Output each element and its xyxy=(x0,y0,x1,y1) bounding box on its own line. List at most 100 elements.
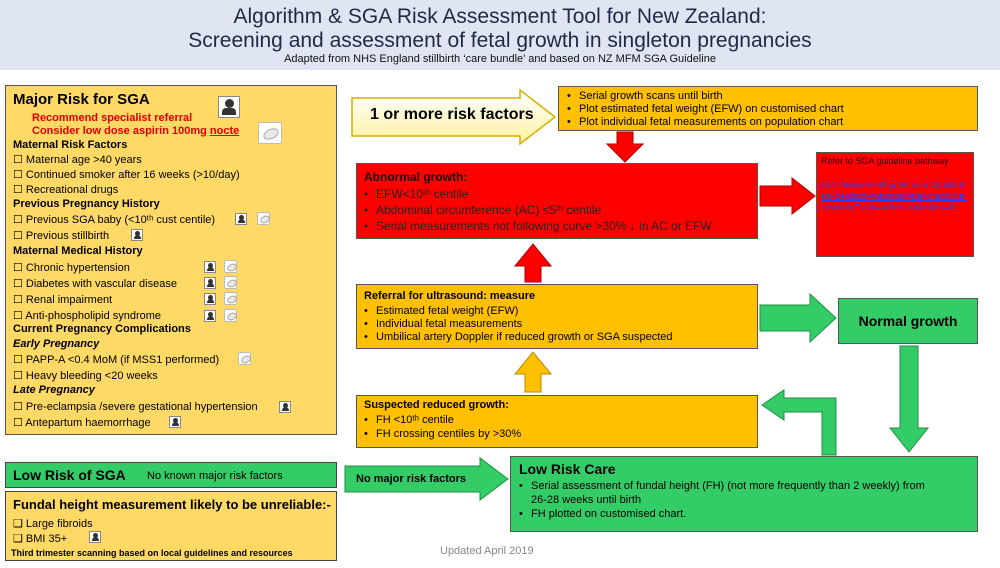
low-care-title: Low Risk Care xyxy=(519,461,616,477)
normal-growth-box: Normal growth xyxy=(838,298,978,344)
ultrasound-referral-box: Referral for ultrasound: measure Estimat… xyxy=(356,284,758,349)
item-renal: ☐ Renal impairment xyxy=(13,294,113,306)
abnormal-item-2: Abdominal circumference (AC) ≤5ᵗʰ centil… xyxy=(364,202,712,218)
item-stillbirth: ☐ Previous stillbirth xyxy=(13,230,110,242)
abnormal-list: EFW<10ᵗʰ centile Abdominal circumference… xyxy=(364,186,712,234)
aspirin-pill-icon xyxy=(224,309,237,322)
ultrasound-to-abnormal-arrow xyxy=(513,243,553,283)
serial-item-3: Plot individual fetal measurements on po… xyxy=(567,116,844,129)
low-risk-sga-note: No known major risk factors xyxy=(147,470,283,482)
major-risk-title: Major Risk for SGA xyxy=(13,91,150,108)
serial-scans-box: Serial growth scans until birth Plot est… xyxy=(558,86,978,131)
fundal-item-bmi: ❑ BMI 35+ xyxy=(13,533,68,545)
ultrasound-item-2: Individual fetal measurements xyxy=(364,318,673,331)
specialist-referral-text: Recommend specialist referral xyxy=(32,112,193,124)
doctor-icon xyxy=(169,416,181,428)
aspirin-pill-icon xyxy=(224,292,237,305)
low-care-item-1-cont: 26-28 weeks until birth xyxy=(531,494,642,506)
low-risk-care-box: Low Risk Care Serial assessment of funda… xyxy=(510,456,978,532)
suspected-title: Suspected reduced growth: xyxy=(364,399,509,411)
item-smoker: ☐ Continued smoker after 16 weeks (>10/d… xyxy=(13,169,240,181)
ultrasound-item-1: Estimated fetal weight (EFW) xyxy=(364,305,673,318)
item-apl: ☐ Anti-phospholipid syndrome xyxy=(13,310,162,322)
updated-date: Updated April 2019 xyxy=(440,545,534,557)
doctor-icon xyxy=(204,293,216,305)
refer-guideline-box: Refer to SGA guideline pathway http://ww… xyxy=(816,152,974,257)
abnormal-item-3: Serial measurements not following curve … xyxy=(364,218,712,234)
low-care-item-1: Serial assessment of fundal height (FH) … xyxy=(519,479,925,493)
major-risk-box: Major Risk for SGA Recommend specialist … xyxy=(5,85,337,435)
item-bleeding: ☐ Heavy bleeding <20 weeks xyxy=(13,370,158,382)
aspirin-pill-icon xyxy=(224,276,237,289)
risk-factors-label: 1 or more risk factors xyxy=(370,106,534,123)
suspected-reduced-box: Suspected reduced growth: FH <10ᵗʰ centi… xyxy=(356,395,758,448)
fundal-heading: Fundal height measurement likely to be u… xyxy=(13,497,331,512)
lowcare-to-suspected-arrow xyxy=(761,389,837,456)
section-early: Early Pregnancy xyxy=(13,338,100,350)
item-hypertension: ☐ Chronic hypertension xyxy=(13,262,130,274)
ultrasound-to-normal-arrow xyxy=(759,292,837,344)
doctor-icon xyxy=(218,96,240,118)
refer-link[interactable]: http://www.healthpoint.co.nz/public/new-… xyxy=(821,180,968,212)
abnormal-item-1: EFW<10ᵗʰ centile xyxy=(364,186,712,202)
doctor-icon xyxy=(204,277,216,289)
serial-to-abnormal-arrow xyxy=(605,131,645,163)
section-current: Current Pregnancy Complications xyxy=(13,323,191,335)
normal-to-lowcare-arrow xyxy=(888,345,930,453)
doctor-icon xyxy=(204,261,216,273)
doctor-icon xyxy=(131,229,143,241)
aspirin-pill-icon xyxy=(224,260,237,273)
section-late: Late Pregnancy xyxy=(13,384,95,396)
aspirin-text-prefix: Consider low dose aspirin 100mg xyxy=(32,125,210,137)
normal-growth-label: Normal growth xyxy=(858,313,958,329)
no-major-label: No major risk factors xyxy=(356,473,467,485)
suspected-list: FH <10ᵗʰ centile FH crossing centiles by… xyxy=(364,413,521,441)
low-risk-sga-box: Low Risk of SGA No known major risk fact… xyxy=(5,462,337,488)
page-title-line2: Screening and assessment of fetal growth… xyxy=(188,29,812,52)
low-care-item-2: FH plotted on customised chart. xyxy=(519,507,925,521)
suspected-item-2: FH crossing centiles by >30% xyxy=(364,427,521,441)
aspirin-pill-icon xyxy=(238,352,251,365)
doctor-icon xyxy=(89,531,101,543)
item-age: ☐ Maternal age >40 years xyxy=(13,154,142,166)
page-subtitle: Adapted from NHS England stillbirth ‘car… xyxy=(284,53,716,65)
suspected-to-ultrasound-arrow xyxy=(513,351,553,393)
serial-item-1: Serial growth scans until birth xyxy=(567,90,844,103)
ultrasound-item-3: Umbilical artery Doppler if reduced grow… xyxy=(364,331,673,344)
aspirin-text: Consider low dose aspirin 100mg nocte xyxy=(32,125,239,137)
fundal-unreliable-box: Fundal height measurement likely to be u… xyxy=(5,491,337,561)
item-pappa: ☐ PAPP-A <0.4 MoM (if MSS1 performed) xyxy=(13,354,220,366)
abnormal-title: Abnormal growth: xyxy=(364,170,468,184)
item-aph: ☐ Antepartum haemorrhage xyxy=(13,417,151,429)
no-major-arrow xyxy=(344,457,509,501)
page-title-line1: Algorithm & SGA Risk Assessment Tool for… xyxy=(233,5,767,28)
ultrasound-title: Referral for ultrasound: measure xyxy=(364,290,536,302)
refer-text: Refer to SGA guideline pathway xyxy=(821,156,949,166)
suspected-item-1: FH <10ᵗʰ centile xyxy=(364,413,521,427)
aspirin-pill-icon xyxy=(257,212,270,225)
ultrasound-list: Estimated fetal weight (EFW) Individual … xyxy=(364,305,673,344)
item-prev-sga: ☐ Previous SGA baby (<10ᵗʰ cust centile) xyxy=(13,214,216,226)
section-medical: Maternal Medical History xyxy=(13,245,143,257)
serial-scans-list: Serial growth scans until birth Plot est… xyxy=(567,90,844,129)
item-preeclampsia: ☐ Pre-eclampsia /severe gestational hype… xyxy=(13,401,258,413)
low-care-list: Serial assessment of fundal height (FH) … xyxy=(519,479,925,521)
page-header: Algorithm & SGA Risk Assessment Tool for… xyxy=(0,0,1000,70)
fundal-note: Third trimester scanning based on local … xyxy=(11,548,293,558)
section-maternal: Maternal Risk Factors xyxy=(13,139,128,151)
section-previous: Previous Pregnancy History xyxy=(13,198,160,210)
aspirin-text-nocte: nocte xyxy=(209,125,240,137)
doctor-icon xyxy=(204,310,216,322)
aspirin-pill-icon xyxy=(258,122,282,144)
serial-item-2: Plot estimated fetal weight (EFW) on cus… xyxy=(567,103,844,116)
item-diabetes: ☐ Diabetes with vascular disease xyxy=(13,278,177,290)
low-risk-sga-label: Low Risk of SGA xyxy=(13,467,126,483)
risk-factors-arrow xyxy=(351,88,557,146)
abnormal-to-refer-arrow xyxy=(759,176,816,216)
abnormal-growth-box: Abnormal growth: EFW<10ᵗʰ centile Abdomi… xyxy=(356,163,758,239)
fundal-item-fibroids: ❑ Large fibroids xyxy=(13,518,93,530)
item-drugs: ☐ Recreational drugs xyxy=(13,184,119,196)
doctor-icon xyxy=(235,213,247,225)
doctor-icon xyxy=(279,401,291,413)
